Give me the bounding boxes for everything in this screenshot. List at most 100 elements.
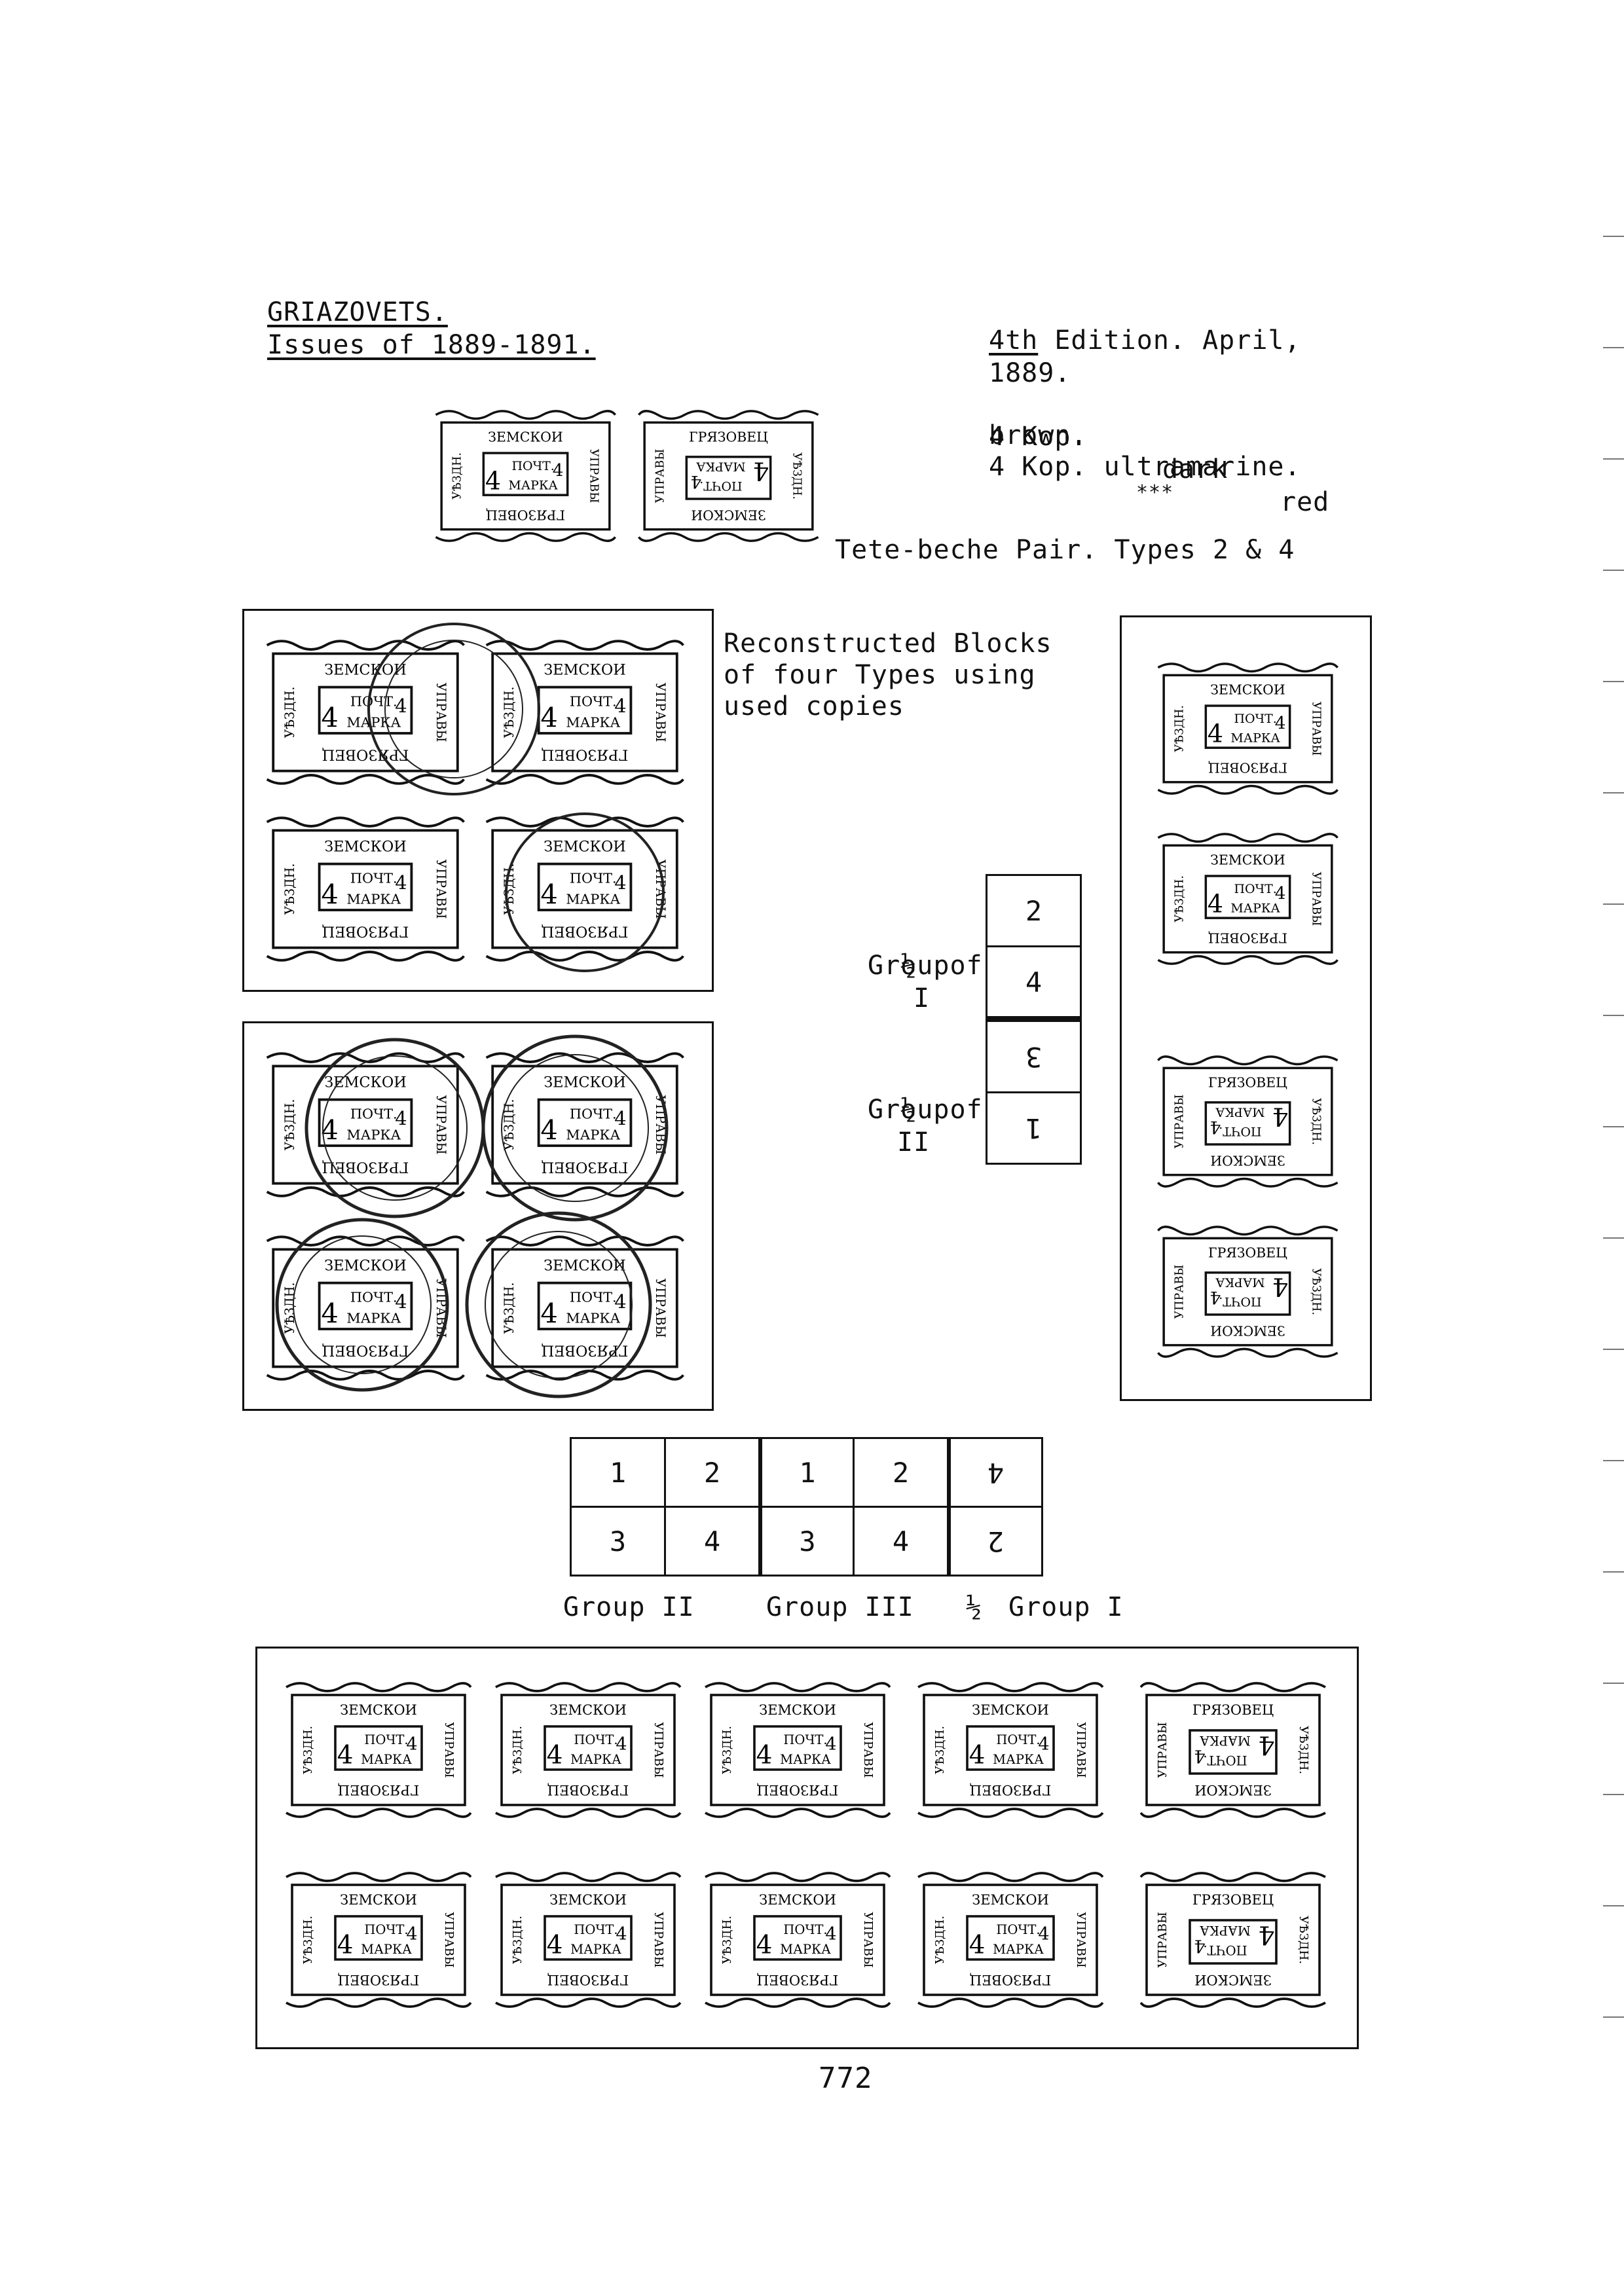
sheet-stamp-inverted: ЗЕМСКОИ ПОЧТ. МАРКА 4 4 ГРЯЗОВЕЦ УѢЗДН. … [1135,1858,1331,2022]
svg-text:4: 4 [321,878,338,910]
svg-text:УПРАВЫ: УПРАВЫ [861,1722,875,1777]
svg-text:4: 4 [395,871,407,894]
svg-text:ПОЧТ.: ПОЧТ. [570,1289,617,1305]
svg-text:УѢЗДН.: УѢЗДН. [282,1099,297,1151]
svg-text:4: 4 [1210,1287,1221,1307]
svg-text:4: 4 [1272,1273,1288,1302]
svg-text:УПРАВЫ: УПРАВЫ [442,1912,456,1967]
svg-text:МАРКА: МАРКА [346,1310,401,1326]
svg-text:4: 4 [1038,1734,1049,1755]
svg-text:ЗЕМСКОИ: ЗЕМСКОИ [549,1702,627,1718]
svg-text:4: 4 [614,1290,626,1313]
svg-text:ГРЯЗОВЕЦ: ГРЯЗОВЕЦ [1208,1075,1287,1091]
svg-text:ГРЯЗОВЕЦ: ГРЯЗОВЕЦ [542,1342,629,1359]
svg-text:ЗЕМСКОИ: ЗЕМСКОИ [544,838,626,855]
postmark-cancel [275,1034,669,1398]
svg-text:4: 4 [969,1741,986,1770]
svg-text:ГРЯЗОВЕЦ: ГРЯЗОВЕЦ [757,1972,838,1988]
svg-text:ЗЕМСКОИ: ЗЕМСКОИ [691,507,766,523]
margin-tick [1603,1349,1624,1350]
sheet-stamp: ЗЕМСКОИ ПОЧТ. МАРКА 4 4 ГРЯЗОВЕЦ УѢЗДН. … [699,1858,896,2022]
sheet-stamp: ЗЕМСКОИ ПОЧТ. МАРКА 4 4 ГРЯЗОВЕЦ УѢЗДН. … [699,1668,896,1832]
used-stamp: ЗЕМСКОИ ПОЧТ. МАРКА 4 4 ГРЯЗОВЕЦ УѢЗДН. … [480,630,690,794]
svg-text:ГРЯЗОВЕЦ: ГРЯЗОВЕЦ [1192,1892,1274,1908]
svg-text:4: 4 [395,1290,407,1313]
svg-text:4: 4 [616,1734,627,1755]
svg-text:ПОЧТ.: ПОЧТ. [364,1922,408,1937]
svg-text:ЗЕМСКОИ: ЗЕМСКОИ [340,1892,417,1908]
svg-text:МАРКА: МАРКА [1200,1733,1251,1748]
strip-cell: 2 [947,1506,1043,1576]
svg-text:ЗЕМСКОИ: ЗЕМСКОИ [544,661,626,678]
svg-text:УѢЗДН.: УѢЗДН. [933,1726,947,1774]
svg-text:4: 4 [1275,714,1286,733]
used-block-2: ЗЕМСКОИ ПОЧТ. МАРКА 4 4 ГРЯЗОВЕЦ УѢЗДН. … [242,1021,714,1411]
svg-text:УПРАВЫ: УПРАВЫ [654,448,667,503]
svg-text:ЗЕМСКОИ: ЗЕМСКОИ [324,1257,407,1274]
edition-line-4: brown. [989,420,1088,450]
group-cell-3: 3 [986,1020,1082,1093]
svg-text:4: 4 [756,1931,773,1960]
strip-label-group-3: Group III [766,1592,914,1622]
of-word: of [950,951,983,981]
strip-cell: 3 [570,1506,666,1576]
svg-text:ПОЧТ.: ПОЧТ. [699,479,742,493]
group-word: Group [868,1095,950,1125]
svg-text:ГРЯЗОВЕЦ: ГРЯЗОВЕЦ [970,1782,1051,1798]
svg-text:ЗЕМСКОИ: ЗЕМСКОИ [340,1702,417,1718]
svg-text:4: 4 [1259,1730,1275,1759]
svg-text:ЗЕМСКОИ: ЗЕМСКОИ [1210,682,1285,698]
svg-text:УПРАВЫ: УПРАВЫ [652,1912,665,1967]
svg-text:ПОЧТ.: ПОЧТ. [350,1289,397,1305]
svg-text:ЗЕМСКОИ: ЗЕМСКОИ [972,1702,1049,1718]
strip-cell: 4 [664,1506,760,1576]
svg-text:ПОЧТ.: ПОЧТ. [570,693,617,709]
svg-text:ЗЕМСКОИ: ЗЕМСКОИ [972,1892,1049,1908]
edition-line-3: 4 Kop. dark red [989,388,1336,519]
stamp-graphic: ЗЕМСКОИ ПОЧТ. МАРКА 4 4 ГРЯЗОВЕЦ УѢЗДН. … [917,1682,1104,1818]
single-stamps-panel: ЗЕМСКОИ ПОЧТ. МАРКА 4 4 ГРЯЗОВЕЦ УѢЗДН. … [1120,615,1372,1401]
sheet-stamp: ЗЕМСКОИ ПОЧТ. МАРКА 4 4 ГРЯЗОВЕЦ УѢЗДН. … [280,1668,477,1832]
svg-text:ГРЯЗОВЕЦ: ГРЯЗОВЕЦ [322,1159,409,1176]
stamp-graphic: ЗЕМСКОИ ПОЧТ. МАРКА 4 4 ГРЯЗОВЕЦ УѢЗДН. … [638,410,819,542]
svg-text:4: 4 [1210,1117,1221,1137]
svg-text:ЗЕМСКОИ: ЗЕМСКОИ [544,1257,626,1274]
reconstructed-line-1: Reconstructed Blocks [724,629,1052,659]
svg-text:УѢЗДН.: УѢЗДН. [301,1916,315,1964]
svg-text:УПРАВЫ: УПРАВЫ [442,1722,456,1777]
of-word: of [950,1095,983,1125]
used-stamp: ЗЕМСКОИ ПОЧТ. МАРКА 4 4 ГРЯЗОВЕЦ УѢЗДН. … [480,1043,690,1207]
single-stamp-inverted: ЗЕМСКОИ ПОЧТ. МАРКА 4 4 ГРЯЗОВЕЦ УѢЗДН. … [1151,1223,1344,1360]
svg-text:МАРКА: МАРКА [361,1942,412,1957]
used-block-1: ЗЕМСКОИ ПОЧТ. МАРКА 4 4 ГРЯЗОВЕЦ УѢЗДН. … [242,609,714,992]
page-title: GRIAZOVETS. [267,297,448,327]
svg-text:4: 4 [825,1734,836,1755]
reconstructed-line-3: used copies [724,691,904,721]
svg-text:4: 4 [485,466,501,495]
svg-text:УѢЗДН.: УѢЗДН. [502,1283,517,1334]
svg-text:ГРЯЗОВЕЦ: ГРЯЗОВЕЦ [547,1782,629,1798]
edition-line-2: 1889. [989,358,1071,388]
svg-text:УѢЗДН.: УѢЗДН. [1310,1268,1323,1315]
svg-text:4: 4 [1038,1924,1049,1944]
svg-text:УПРАВЫ: УПРАВЫ [861,1912,875,1967]
svg-text:4: 4 [756,1741,773,1770]
svg-text:4: 4 [540,878,557,910]
stamp-graphic: ЗЕМСКОИ ПОЧТ. МАРКА 4 4 ГРЯЗОВЕЦ УѢЗДН. … [266,816,465,962]
margin-tick [1603,570,1624,571]
sheet-stamp-inverted: ЗЕМСКОИ ПОЧТ. МАРКА 4 4 ГРЯЗОВЕЦ УѢЗДН. … [1135,1668,1331,1832]
svg-text:УѢЗДН.: УѢЗДН. [502,687,517,738]
svg-text:ПОЧТ.: ПОЧТ. [996,1732,1040,1747]
svg-text:УПРАВЫ: УПРАВЫ [653,1278,668,1338]
stamp-graphic: ЗЕМСКОИ ПОЧТ. МАРКА 4 4 ГРЯЗОВЕЦ УѢЗДН. … [1157,1055,1338,1188]
svg-text:4: 4 [1208,889,1223,918]
svg-text:4: 4 [616,1924,627,1944]
svg-text:ГРЯЗОВЕЦ: ГРЯЗОВЕЦ [542,746,629,763]
edition-stars: *** [1136,481,1174,504]
svg-text:УѢЗДН.: УѢЗДН. [1173,705,1186,752]
margin-tick [1603,236,1624,237]
svg-text:ГРЯЗОВЕЦ: ГРЯЗОВЕЦ [1192,1702,1274,1718]
page-number: 772 [819,2062,873,2095]
svg-text:ЗЕМСКОИ: ЗЕМСКОИ [1194,1972,1272,1988]
svg-text:ПОЧТ.: ПОЧТ. [350,1106,397,1121]
